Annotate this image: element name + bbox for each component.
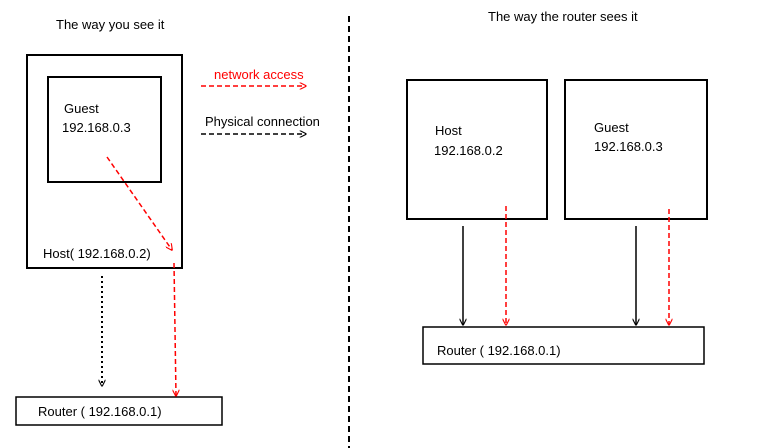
guest-box-left [47, 76, 162, 183]
guest-box-right [564, 79, 708, 220]
router-box-left [15, 396, 223, 426]
right-panel-caption: The way the router sees it [488, 9, 638, 24]
guest-name-right: Guest [594, 120, 629, 135]
host-name-right: Host [435, 123, 462, 138]
guest-ip-left: 192.168.0.3 [62, 120, 131, 135]
host-ip-right: 192.168.0.2 [434, 143, 503, 158]
guest-ip-right: 192.168.0.3 [594, 139, 663, 154]
network-access-arrow-host-to-router [174, 262, 176, 396]
left-panel-caption: The way you see it [56, 17, 165, 32]
router-box-right [422, 326, 705, 365]
network-access-arrow-guest-to-host [106, 156, 172, 250]
guest-name-left: Guest [64, 101, 99, 116]
host-box-left [26, 54, 183, 269]
host-box-right [406, 79, 548, 220]
router-label-left: Router ( 192.168.0.1) [38, 404, 162, 419]
router-label-right: Router ( 192.168.0.1) [437, 343, 561, 358]
host-label-left: Host( 192.168.0.2) [43, 246, 151, 261]
legend-network-access-label: network access [214, 67, 304, 82]
legend-physical-connection-label: Physical connection [205, 114, 320, 129]
